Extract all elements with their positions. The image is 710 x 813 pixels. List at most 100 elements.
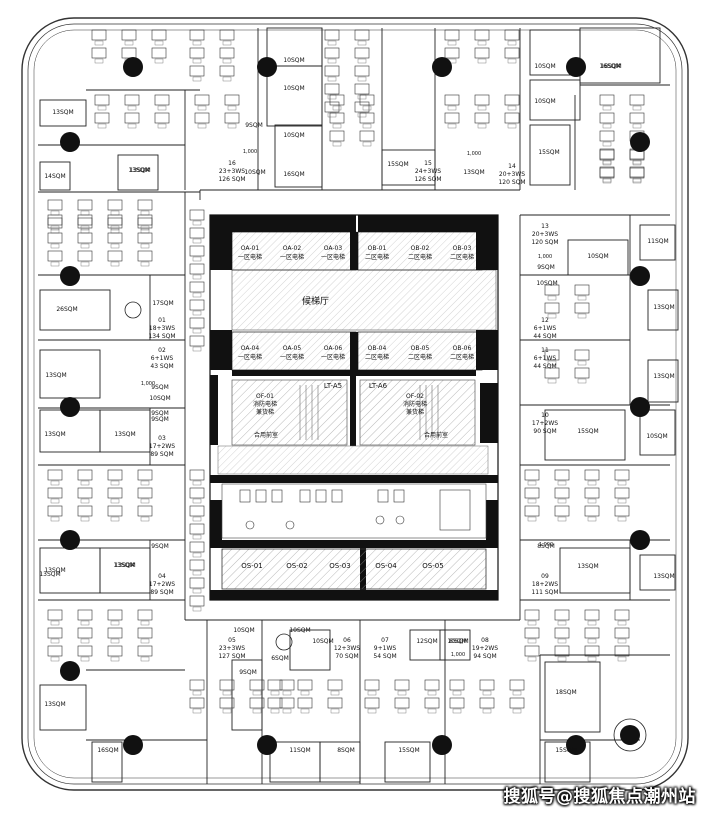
desk <box>504 94 520 106</box>
elevator-code: OB-04 <box>368 345 387 352</box>
desk <box>219 47 235 59</box>
desk <box>107 469 123 481</box>
desk <box>474 112 490 124</box>
chair <box>577 378 587 384</box>
chair <box>110 516 120 522</box>
chair <box>80 638 90 644</box>
room-label: 16SQM <box>97 747 118 754</box>
desk <box>329 94 345 106</box>
elevator-code: OA-06 <box>324 345 343 352</box>
desk <box>614 469 630 481</box>
chair <box>452 690 462 696</box>
chair <box>50 620 60 626</box>
desk <box>249 679 265 691</box>
chair <box>527 480 537 486</box>
room-label: 10SQM <box>587 253 608 260</box>
desk <box>394 679 410 691</box>
zone-workstations: 20+3WS <box>532 231 558 238</box>
elevator-code: OB-05 <box>411 345 430 352</box>
chair <box>602 123 612 129</box>
desk <box>224 94 240 106</box>
fire-elevator-label: 消防电梯 <box>253 400 277 408</box>
chair <box>80 243 90 249</box>
vestibule-label: 合用前室 <box>254 431 278 439</box>
desk <box>47 627 63 639</box>
desk <box>189 541 205 553</box>
chair <box>252 690 262 696</box>
room-label: 13SQM <box>129 167 150 174</box>
chair <box>222 690 232 696</box>
desk <box>137 214 153 226</box>
chair <box>617 498 627 504</box>
chair <box>587 480 597 486</box>
desk <box>584 645 600 657</box>
chair <box>80 228 90 234</box>
chair <box>140 656 150 662</box>
zone-area: 126 SQM <box>218 176 245 183</box>
desk <box>77 609 93 621</box>
chair <box>80 225 90 231</box>
room-label: 10SQM <box>534 63 555 70</box>
chair <box>332 141 342 147</box>
desk <box>189 245 205 257</box>
chair <box>192 256 202 262</box>
chair <box>587 656 597 662</box>
chair <box>270 708 280 714</box>
desk <box>77 250 93 262</box>
desk <box>94 112 110 124</box>
chair <box>507 40 517 46</box>
chair <box>300 708 310 714</box>
chair <box>632 123 642 129</box>
desk <box>504 29 520 41</box>
zone-id: 03 <box>158 435 166 442</box>
chair <box>427 690 437 696</box>
zone-id: 07 <box>381 637 389 644</box>
chair <box>527 516 537 522</box>
room-label: 9SQM <box>537 264 555 271</box>
room-label: 10SQM <box>149 395 170 402</box>
chair <box>477 123 487 129</box>
desk <box>584 469 600 481</box>
zone-id: 14 <box>508 163 516 170</box>
chair <box>357 112 367 118</box>
chair <box>192 58 202 64</box>
desk <box>449 697 465 709</box>
chair <box>192 570 202 576</box>
desk <box>544 367 560 379</box>
room-label: 13SQM <box>52 109 73 116</box>
vestibule-label: 合用前室 <box>424 431 448 439</box>
desk <box>189 263 205 275</box>
chair <box>632 105 642 111</box>
desk <box>91 47 107 59</box>
desk <box>354 47 370 59</box>
chair <box>527 620 537 626</box>
desk <box>444 94 460 106</box>
chair <box>140 498 150 504</box>
zone-id: 15 <box>424 160 432 167</box>
desk <box>151 29 167 41</box>
room-label: 10SQM <box>283 132 304 139</box>
chair <box>282 708 292 714</box>
zone-id: 04 <box>158 573 166 580</box>
desk <box>354 101 370 113</box>
desk <box>444 47 460 59</box>
zone-id: 11 <box>541 347 549 354</box>
zone-area: 111 SQM <box>531 589 558 596</box>
room-label: 16SQM <box>283 171 304 178</box>
elevator-code: OA-01 <box>241 245 260 252</box>
desk <box>47 609 63 621</box>
fire-elevator-label: OF-02 <box>406 393 424 400</box>
chair <box>50 516 60 522</box>
room-label: 10SQM <box>312 638 333 645</box>
lobby-label: 候梯厅 <box>302 295 329 307</box>
desk <box>599 94 615 106</box>
chair <box>110 638 120 644</box>
desk <box>107 199 123 211</box>
zone-id: 13 <box>541 223 549 230</box>
zone-workstations: 6+1WS <box>151 355 174 362</box>
chair <box>577 360 587 366</box>
chair <box>192 552 202 558</box>
elevator-code: OA-03 <box>324 245 343 252</box>
chair <box>362 123 372 129</box>
